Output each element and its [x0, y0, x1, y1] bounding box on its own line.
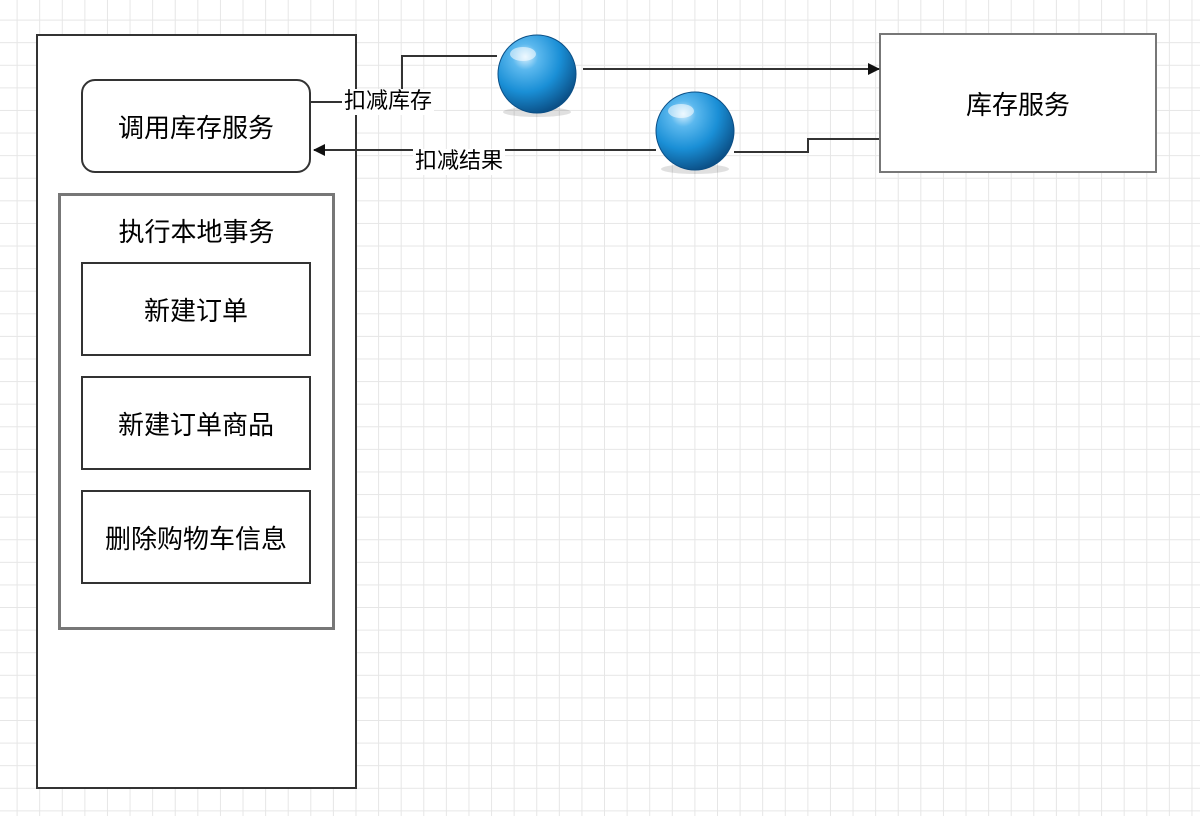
step-label: 删除购物车信息 [104, 524, 287, 555]
inventory-service-node[interactable]: 库存服务 [879, 33, 1157, 173]
step-create-order-items[interactable]: 新建订单商品 [81, 376, 311, 470]
message-sphere-icon [497, 34, 577, 117]
step-create-order[interactable]: 新建订单 [81, 262, 311, 356]
step-label: 新建订单商品 [117, 410, 274, 441]
call-inventory-label: 调用库存服务 [117, 113, 274, 144]
call-inventory-node[interactable]: 调用库存服务 [81, 79, 311, 173]
local-transaction-title: 执行本地事务 [118, 218, 275, 248]
message-sphere-icon [655, 91, 735, 174]
edge-label-deduct-result: 扣减结果 [413, 149, 506, 175]
inventory-service-label: 库存服务 [965, 90, 1070, 121]
edge-label-deduct-stock: 扣减库存 [342, 89, 435, 115]
edge-deduct-result[interactable] [734, 138, 879, 153]
step-label: 新建订单 [143, 296, 248, 327]
step-delete-cart-info[interactable]: 删除购物车信息 [81, 490, 311, 584]
